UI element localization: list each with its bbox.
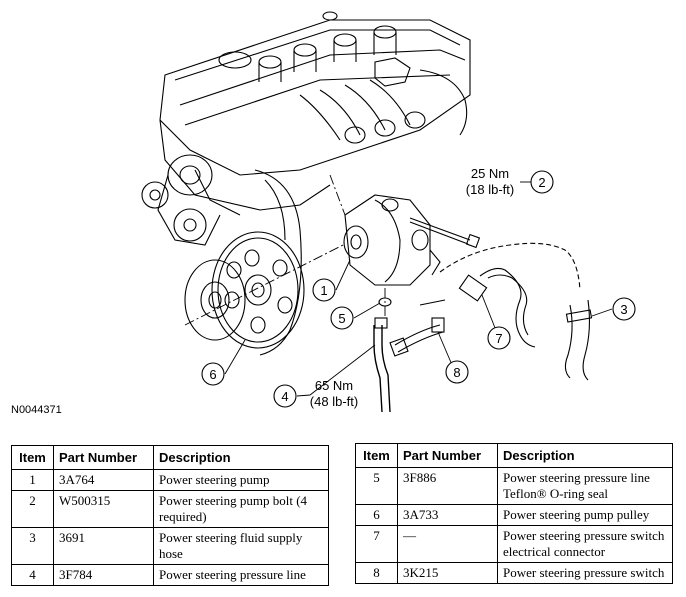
cell-item: 6 [355, 504, 398, 526]
torque-4-imperial: (48 lb-ft) [310, 394, 358, 409]
torque-2-metric: 25 Nm [471, 166, 509, 181]
callout-2: 2 [530, 170, 554, 194]
callout-5: 5 [330, 306, 354, 330]
torque-2-imperial: (18 lb-ft) [466, 182, 514, 197]
svg-text:3: 3 [620, 302, 627, 317]
connector-and-hose-illustration [439, 242, 593, 381]
cell-description: Power steering pressure switch [497, 562, 673, 584]
cell-description: Power steering pressure switch electrica… [497, 525, 673, 563]
cell-item: 4 [11, 564, 54, 586]
engine-block-illustration [141, 11, 471, 356]
svg-text:1: 1 [320, 283, 327, 298]
header-item: Item [355, 443, 398, 468]
cell-description: Power steering fluid supply hose [153, 527, 329, 565]
cell-item: 8 [355, 562, 398, 584]
header-description: Description [153, 445, 329, 470]
callout-3: 3 [612, 297, 636, 321]
cell-part-number: 3K215 [397, 562, 498, 584]
cell-part-number: 3A733 [397, 504, 498, 526]
cell-item: 1 [11, 469, 54, 491]
figure-id: N0044371 [11, 404, 62, 416]
cell-description: Power steering pressure line Teflon® O-r… [497, 467, 673, 505]
callout-leaders [224, 181, 613, 397]
cell-item: 7 [355, 525, 398, 563]
cell-item: 5 [355, 467, 398, 505]
parts-table-right: Item Part Number Description 5 3F886 Pow… [355, 443, 673, 584]
table-row: 3 3691 Power steering fluid supply hose [11, 527, 329, 565]
header-part-number: Part Number [53, 445, 154, 470]
table-row: 7 — Power steering pressure switch elect… [355, 525, 673, 563]
callout-8: 8 [445, 360, 469, 384]
table-row: 6 3A733 Power steering pump pulley [355, 504, 673, 526]
pump-pulley-illustration [184, 231, 305, 349]
callout-6: 6 [201, 362, 225, 386]
engine-exploded-diagram: 1 2 3 4 5 6 7 8 25 Nm (18 lb-ft) 65 Nm (… [141, 11, 636, 413]
header-description: Description [497, 443, 673, 468]
header-item: Item [11, 445, 54, 470]
assembly-centerlines [184, 174, 386, 326]
svg-text:5: 5 [338, 311, 345, 326]
table-row: 2 W500315 Power steering pump bolt (4 re… [11, 490, 329, 528]
callout-4: 4 [273, 384, 297, 408]
cell-part-number: W500315 [53, 490, 154, 528]
svg-text:7: 7 [495, 331, 502, 346]
cell-item: 2 [11, 490, 54, 528]
svg-text:8: 8 [453, 365, 460, 380]
cell-part-number: — [397, 525, 498, 563]
svg-text:6: 6 [209, 367, 216, 382]
table-row: 5 3F886 Power steering pressure line Tef… [355, 467, 673, 505]
cell-part-number: 3F784 [53, 564, 154, 586]
cell-description: Power steering pump bolt (4 required) [153, 490, 329, 528]
cell-description: Power steering pump [153, 469, 329, 491]
table-header-row: Item Part Number Description [355, 443, 673, 468]
cell-description: Power steering pump pulley [497, 504, 673, 526]
callout-7: 7 [487, 326, 511, 350]
callout-1: 1 [312, 278, 336, 302]
cell-part-number: 3A764 [53, 469, 154, 491]
cell-item: 3 [11, 527, 54, 565]
cell-description: Power steering pressure line [153, 564, 329, 586]
svg-text:4: 4 [281, 389, 288, 404]
header-part-number: Part Number [397, 443, 498, 468]
pressure-line-illustration [373, 299, 446, 413]
table-row: 1 3A764 Power steering pump [11, 469, 329, 491]
parts-table-left: Item Part Number Description 1 3A764 Pow… [11, 445, 329, 586]
svg-text:2: 2 [538, 175, 545, 190]
power-steering-pump-illustration [343, 194, 481, 286]
table-row: 4 3F784 Power steering pressure line [11, 564, 329, 586]
cell-part-number: 3F886 [397, 467, 498, 505]
cell-part-number: 3691 [53, 527, 154, 565]
table-row: 8 3K215 Power steering pressure switch [355, 562, 673, 584]
torque-4-metric: 65 Nm [315, 378, 353, 393]
table-header-row: Item Part Number Description [11, 445, 329, 470]
